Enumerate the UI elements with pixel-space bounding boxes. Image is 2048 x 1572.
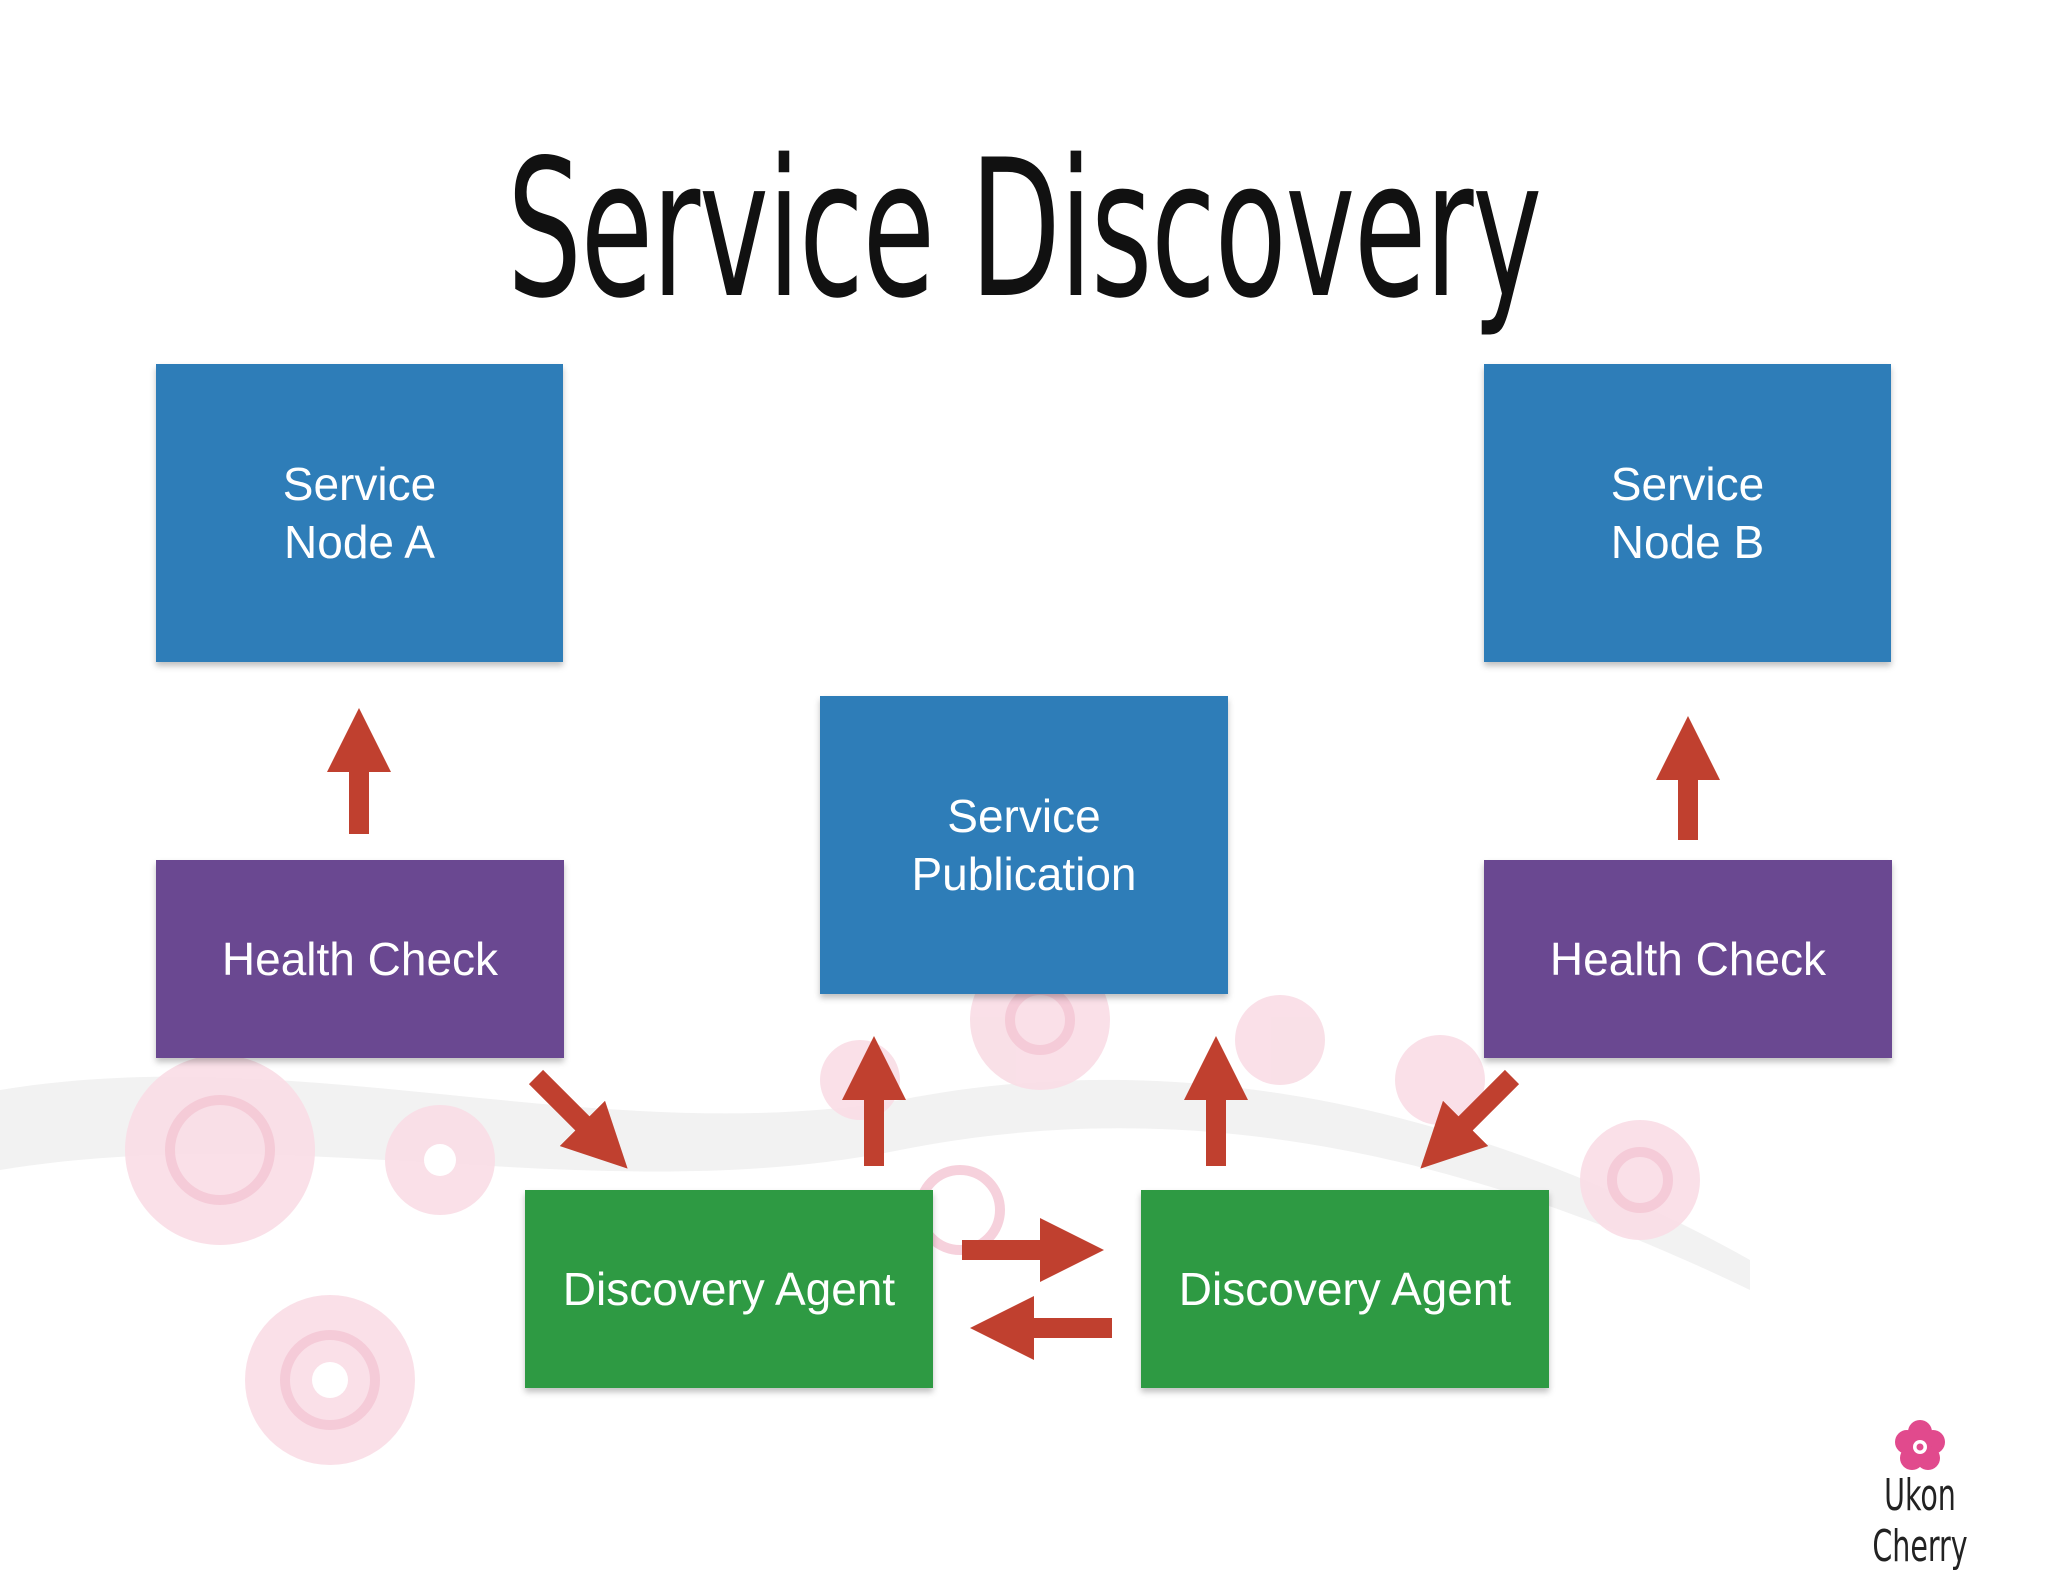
ukon-cherry-logo: Ukon Cherry (1820, 1418, 2020, 1572)
health-check-a-label: Health Check (221, 933, 499, 985)
service-node-a-line1: Service (282, 458, 437, 510)
cherry-blossom-icon (1895, 1420, 1945, 1470)
arrow-health-check-b-to-discovery-agent-b (1420, 1069, 1520, 1169)
slide-title: Service Discovery (507, 119, 1542, 340)
arrow-health-check-a-to-discovery-agent-a (528, 1069, 628, 1169)
connector-arrows (326, 707, 1721, 1361)
service-node-b-line2: Node B (1610, 516, 1765, 568)
service-node-a-box: Service Node A (156, 364, 563, 662)
discovery-agent-b-label: Discovery Agent (1178, 1263, 1512, 1315)
service-node-a-line2: Node A (284, 516, 435, 568)
discovery-agent-a-label: Discovery Agent (562, 1263, 896, 1315)
service-publication-line1: Service (947, 790, 1101, 842)
health-check-b-box: Health Check (1484, 860, 1892, 1058)
service-node-b-box: Service Node B (1484, 364, 1891, 662)
service-publication-line2: Publication (911, 848, 1137, 900)
service-publication-box: Service Publication (820, 696, 1228, 994)
health-check-a-box: Health Check (156, 860, 564, 1058)
service-node-b-line1: Service (1610, 458, 1765, 510)
discovery-agent-b-box: Discovery Agent (1141, 1190, 1549, 1388)
logo-text: Ukon Cherry (1872, 1470, 1968, 1572)
discovery-agent-a-box: Discovery Agent (525, 1190, 933, 1388)
health-check-b-label: Health Check (1549, 933, 1827, 985)
